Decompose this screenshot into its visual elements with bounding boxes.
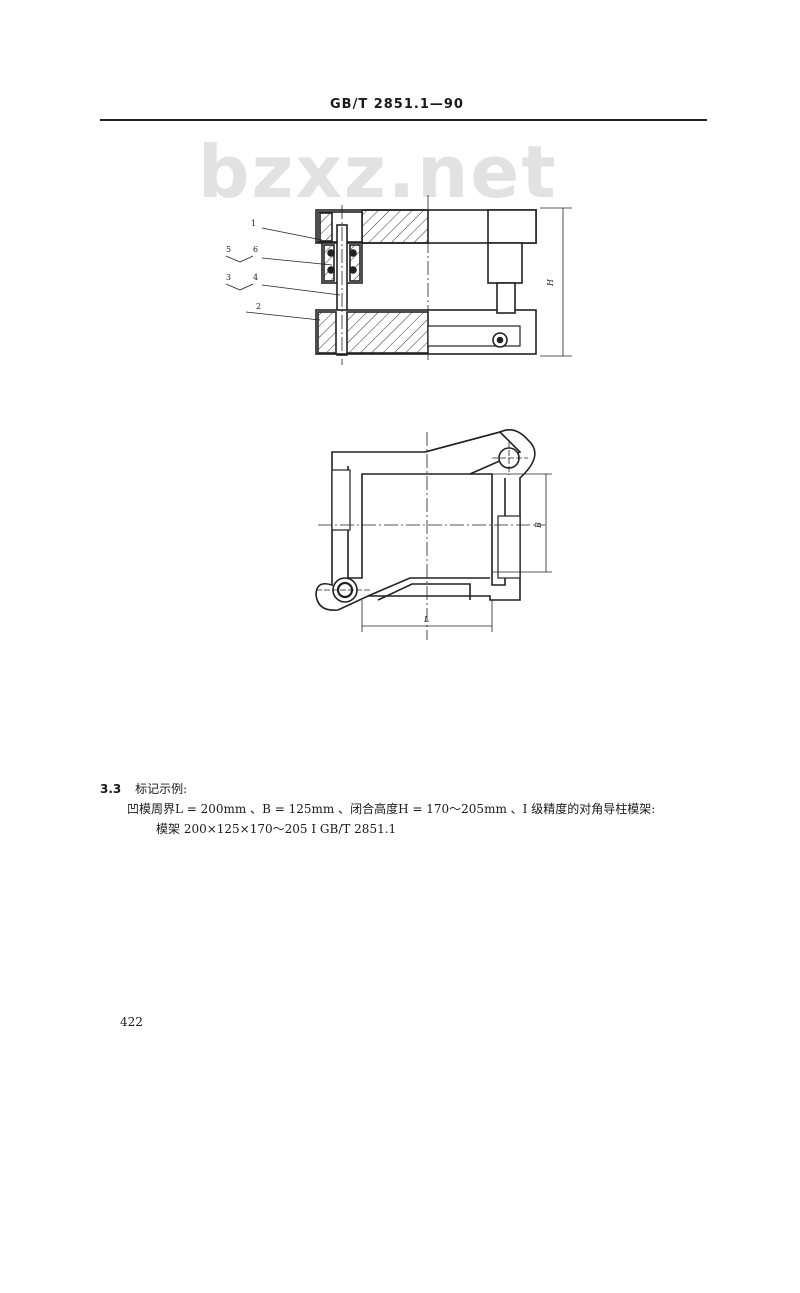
dimension-h-label: H: [546, 278, 555, 287]
front-section-view: [225, 195, 572, 365]
marking-example-code: 模架 200×125×170～205 I GB/T 2851.1: [156, 822, 397, 836]
standard-header: GB/T 2851.1—90: [330, 97, 464, 112]
callout-4: 4: [253, 273, 258, 282]
dimension-b-label: B: [534, 522, 543, 529]
callout-1: 1: [251, 219, 256, 228]
callout-3: 3: [226, 273, 231, 282]
watermark: bzxz.net: [198, 130, 558, 214]
plan-view: [315, 429, 552, 640]
callout-2: 2: [256, 302, 261, 311]
callout-5: 5: [226, 245, 231, 254]
section-heading: 3.3 标记示例:: [100, 780, 187, 797]
dimension-l-label: L: [423, 615, 429, 624]
header-rule: [100, 119, 707, 121]
section-number: 3.3: [100, 782, 122, 796]
section-title: 标记示例:: [135, 782, 188, 796]
marking-example-text: 凹模周界L = 200mm 、B = 125mm 、闭合高度H = 170～20…: [127, 802, 656, 816]
page-number: 422: [120, 1015, 143, 1029]
callout-6: 6: [253, 245, 258, 254]
